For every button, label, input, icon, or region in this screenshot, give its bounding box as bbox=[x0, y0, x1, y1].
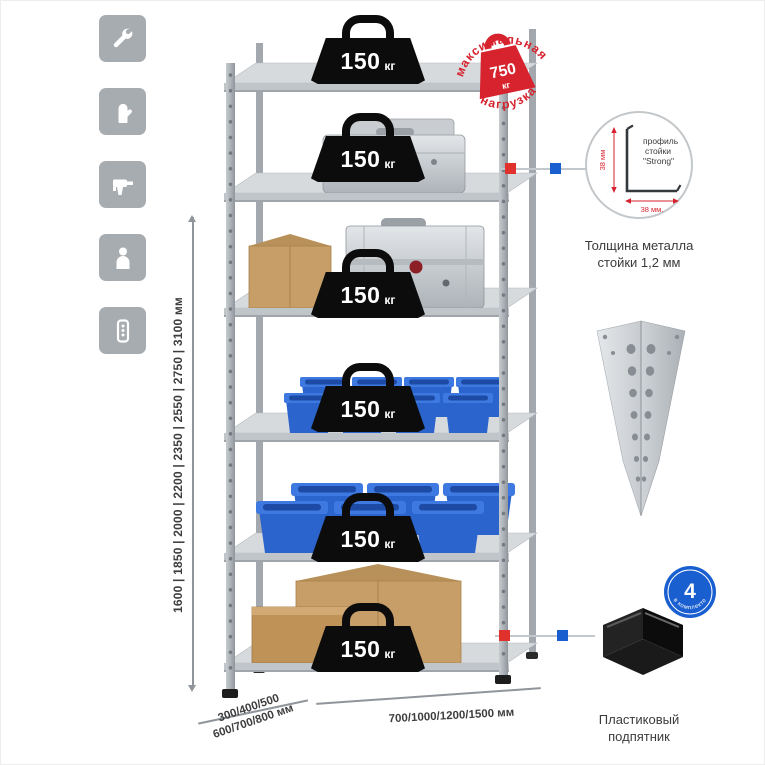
weight-handle-icon bbox=[342, 363, 394, 389]
weight-handle-icon bbox=[342, 493, 394, 519]
connector-line-bottom bbox=[495, 635, 595, 637]
connector-line-top bbox=[501, 168, 586, 170]
stamp-weight-body-icon bbox=[479, 45, 536, 100]
included-count-badge: 4 в комплекте bbox=[664, 566, 716, 618]
weight-handle-icon bbox=[342, 603, 394, 629]
stamp-load-value: 750 bbox=[488, 60, 517, 82]
foot-caption: Пластиковый подпятник bbox=[598, 712, 680, 744]
connector-blue-square-top bbox=[550, 163, 561, 174]
connector-red-square-top bbox=[505, 163, 516, 174]
profile-dim-vertical: 38 мм bbox=[598, 150, 607, 171]
front-posts bbox=[222, 49, 511, 698]
wrench-icon bbox=[99, 15, 146, 62]
height-dim-arrow-down bbox=[188, 685, 196, 696]
load-value: 150 bbox=[340, 47, 381, 74]
profile-caption: Толщина металла стойки 1,2 мм bbox=[584, 238, 694, 270]
weight-handle-icon bbox=[342, 113, 394, 139]
profile-section-icon bbox=[625, 129, 677, 193]
glove-icon bbox=[99, 88, 146, 135]
profile-detail-circle: 38 мм 38 мм. профиль стойки "Strong" bbox=[585, 111, 693, 219]
perforated-post-detail bbox=[596, 320, 686, 517]
profile-label-2: стойки bbox=[645, 146, 671, 156]
height-dim-arrow-up bbox=[188, 211, 196, 222]
stamp-load-unit: кг bbox=[501, 80, 511, 92]
load-unit: кг bbox=[384, 58, 396, 73]
weight-handle-icon bbox=[342, 249, 394, 275]
max-load-stamp: максимальная нагрузка 750 кг bbox=[446, 23, 552, 117]
perforated-post-icon bbox=[99, 307, 146, 354]
badge-count-value: 4 bbox=[684, 580, 696, 603]
back-post-left bbox=[256, 43, 263, 669]
height-dim-line bbox=[192, 217, 194, 689]
connector-red-square-bottom bbox=[499, 630, 510, 641]
drill-icon bbox=[99, 161, 146, 208]
connector-blue-square-bottom bbox=[557, 630, 568, 641]
back-post-right bbox=[529, 29, 536, 655]
stamp-weight-handle-icon bbox=[484, 33, 511, 50]
profile-label-1: профиль bbox=[643, 136, 679, 146]
profile-dim-horizontal: 38 мм. bbox=[641, 205, 664, 214]
weight-handle-icon bbox=[342, 15, 394, 41]
profile-label-3: "Strong" bbox=[643, 156, 674, 166]
person-icon bbox=[99, 234, 146, 281]
height-options: 1600 | 1850 | 2000 | 2200 | 2350 | 2550 … bbox=[171, 296, 185, 614]
plastic-foot-detail bbox=[603, 608, 683, 675]
